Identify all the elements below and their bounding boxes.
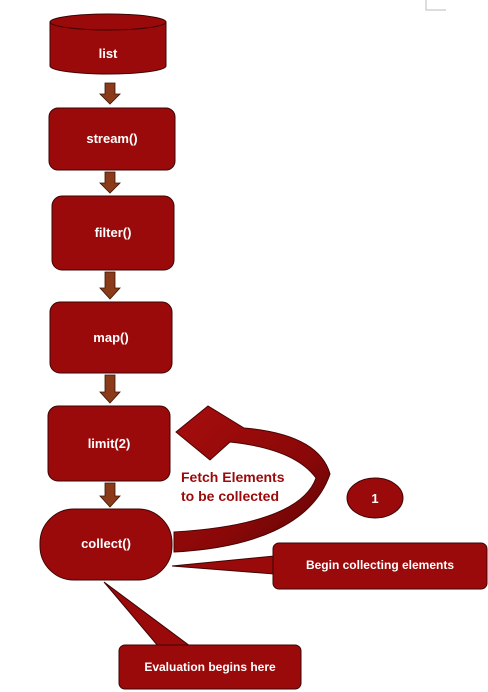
list-cylinder-body	[49, 21, 167, 75]
callout-begin-collecting-pointer	[171, 555, 275, 575]
callout-evaluation-box	[118, 644, 302, 690]
step-number-oval	[346, 477, 404, 519]
callout-begin-collecting-box	[272, 542, 488, 590]
callout-evaluation-pointer	[103, 581, 192, 647]
node-map: map()	[49, 301, 173, 374]
node-label-map: map()	[93, 330, 128, 345]
arrow-list-to-stream	[99, 82, 121, 105]
callout-begin-collecting-label: Begin collecting elements	[306, 558, 454, 572]
step-number-label: 1	[371, 491, 378, 506]
fetch-elements-curved-arrow	[173, 405, 331, 553]
node-limit: limit(2)	[47, 405, 171, 482]
corner-mark	[425, 0, 446, 11]
arrow-filter-to-map	[99, 271, 121, 300]
list-cylinder-top	[49, 13, 167, 31]
node-list: list	[49, 13, 167, 75]
limit-box	[47, 405, 171, 482]
arrow-stream-to-filter	[99, 171, 121, 194]
arrow-map-to-limit	[99, 374, 121, 404]
map-box	[49, 301, 173, 374]
node-label-limit: limit(2)	[88, 436, 131, 451]
fetch-elements-note-line2: to be collected	[181, 488, 279, 504]
collect-box	[39, 508, 173, 581]
node-label-stream: stream()	[86, 131, 137, 146]
step-marker: 1	[346, 477, 404, 519]
fetch-elements-note-line1: Fetch Elements	[181, 469, 285, 485]
filter-box	[51, 195, 175, 271]
node-stream: stream()	[48, 107, 176, 171]
node-filter: filter()	[51, 195, 175, 271]
node-label-list: list	[99, 46, 118, 61]
stream-box	[48, 107, 176, 171]
node-label-collect: collect()	[81, 536, 131, 551]
node-collect: collect()	[39, 508, 173, 581]
node-label-filter: filter()	[95, 225, 132, 240]
callout-evaluation-begins: Evaluation begins here	[103, 581, 302, 690]
callout-begin-collecting: Begin collecting elements	[171, 542, 488, 590]
callout-evaluation-label: Evaluation begins here	[144, 660, 276, 674]
arrow-limit-to-collect	[99, 482, 121, 508]
